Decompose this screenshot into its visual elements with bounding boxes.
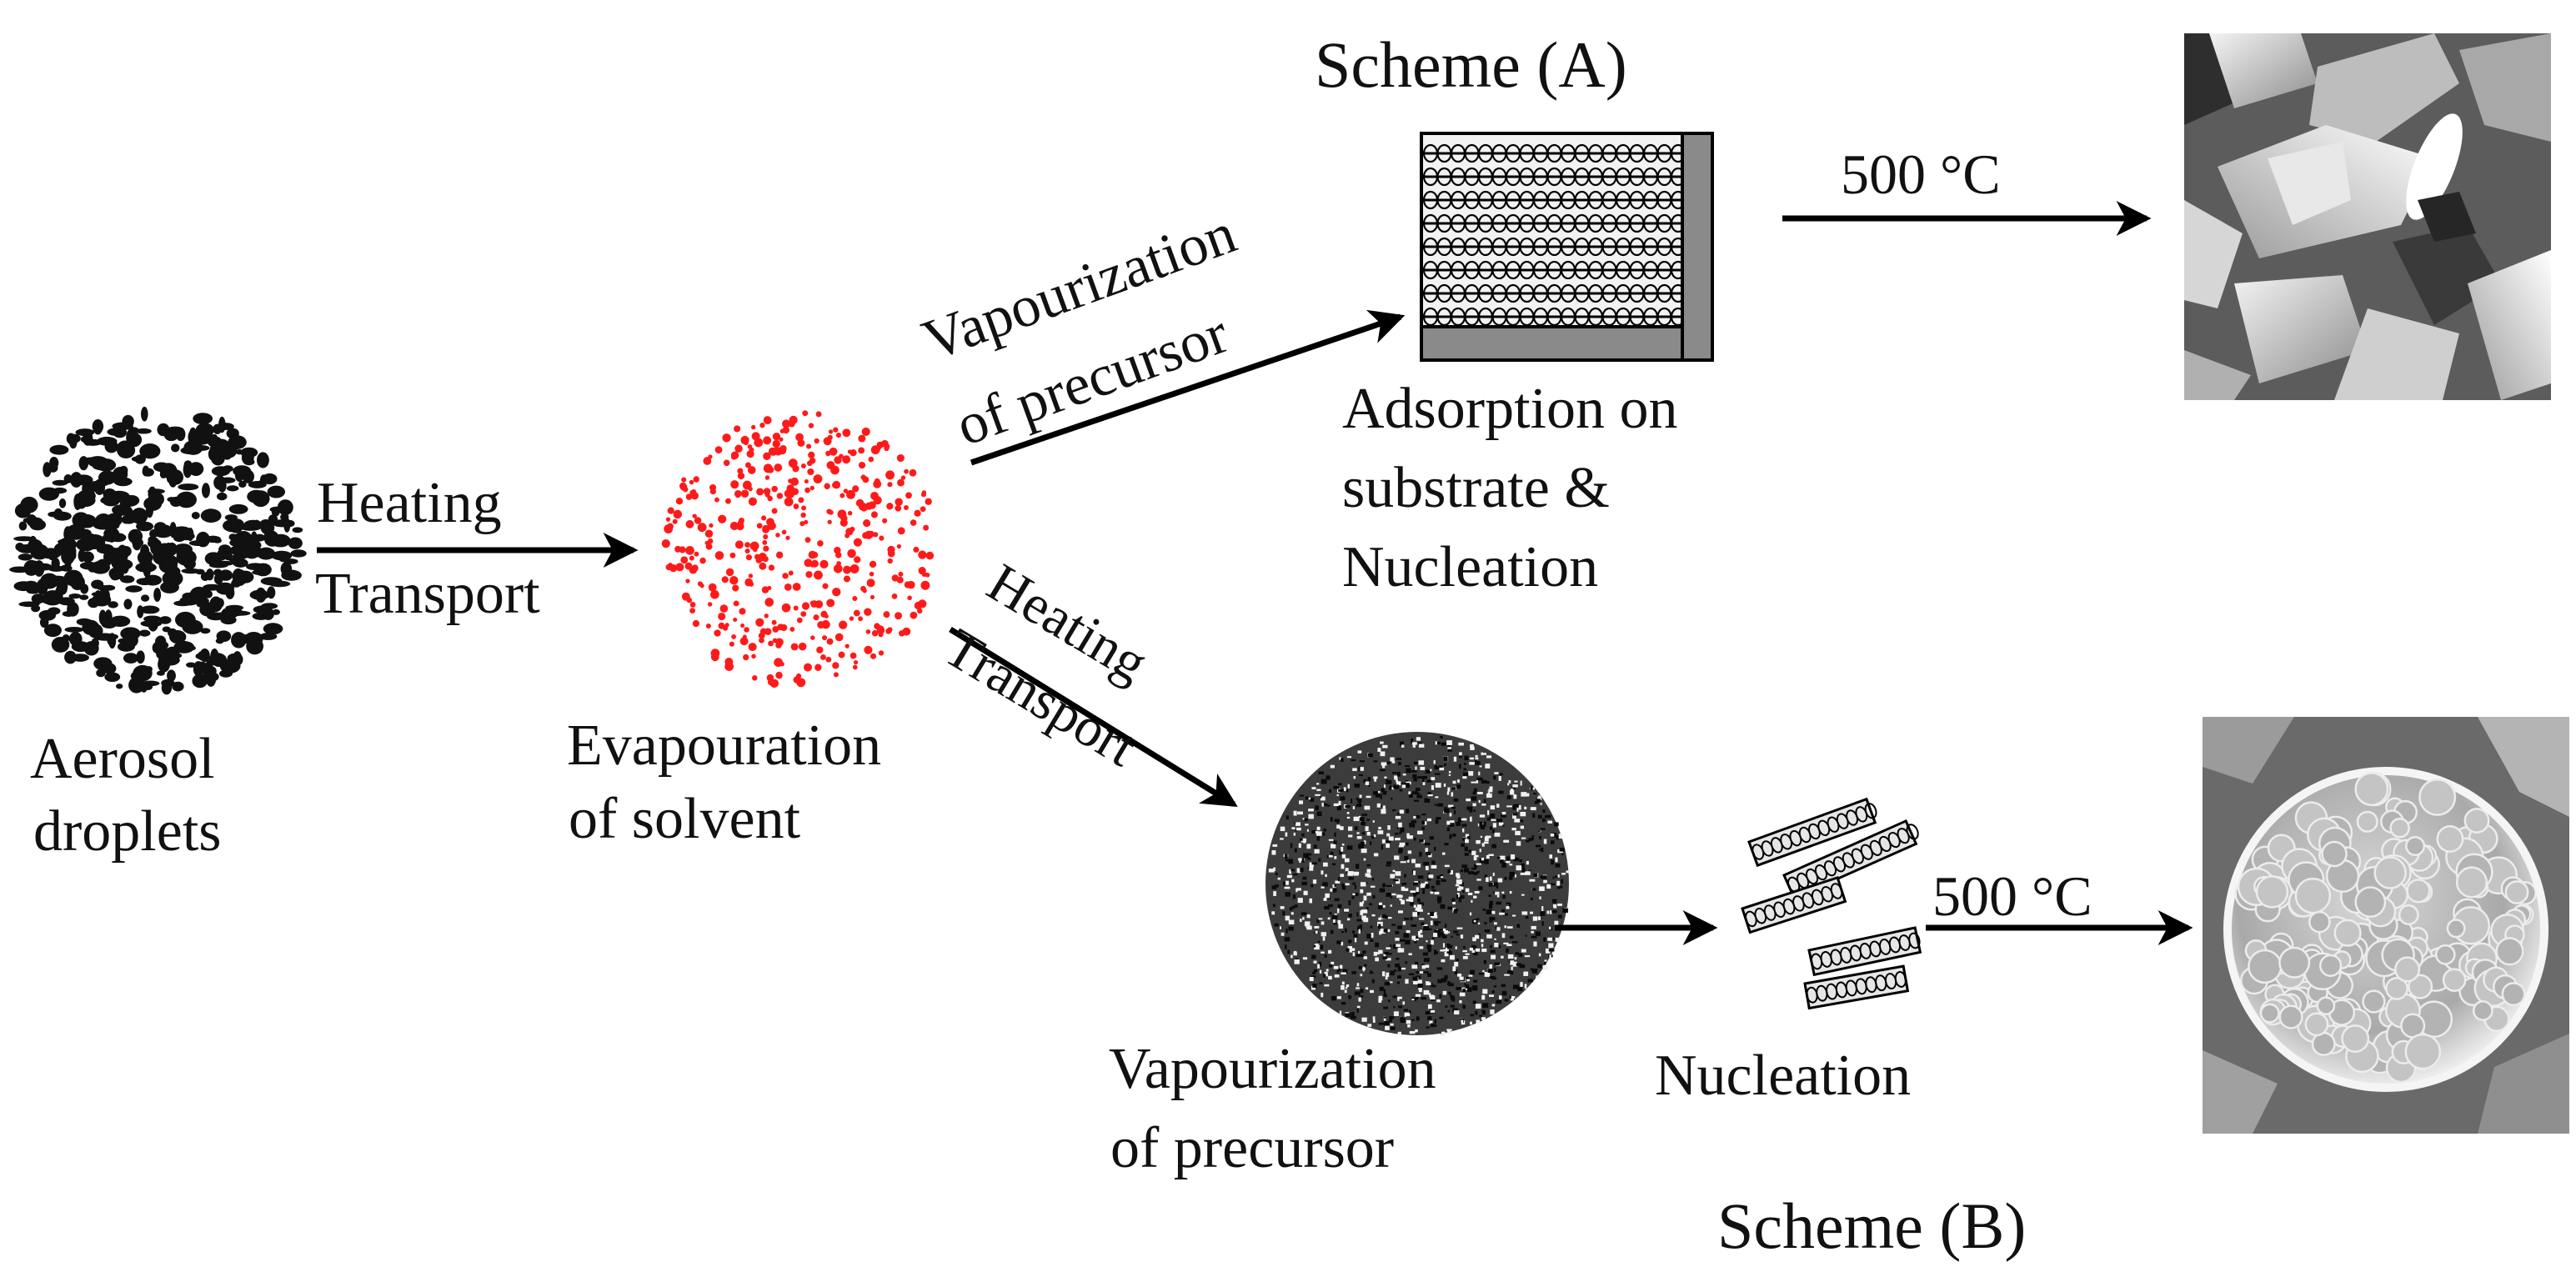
substrate-block (1420, 132, 1714, 362)
nucleation-label: Nucleation (1655, 1044, 1911, 1108)
aerosol-label-1: Aerosol (30, 727, 215, 791)
temp-b-label: 500 °C (1932, 864, 2092, 928)
substrate-base (1420, 325, 1686, 362)
transport-label: Transport (315, 562, 540, 626)
temp-a-label: 500 °C (1841, 143, 2001, 206)
evaporation-label-1: Evapouration (567, 714, 881, 778)
particle-surface-grains (2234, 772, 2537, 1084)
adsorbed-layers (1422, 143, 1686, 327)
sem-b-art (2203, 717, 2569, 1134)
aerosol-label-2: droplets (33, 799, 222, 864)
vapour-precursor-sphere (1265, 732, 1571, 1036)
aerosol-droplet-sphere (9, 406, 307, 695)
arrow-heating-transport-b (949, 627, 1238, 807)
vapour-b-label-2: of precursor (1110, 1116, 1394, 1180)
adsorption-label-2: substrate & (1342, 456, 1610, 520)
adsorption-label-3: Nucleation (1342, 535, 1598, 599)
sem-image-a (2184, 33, 2551, 400)
vapour-b-label-1: Vapourization (1109, 1037, 1436, 1101)
nucleation-cluster (1741, 797, 1922, 1010)
substrate-side (1681, 132, 1714, 362)
sem-a-art (2184, 33, 2551, 400)
arrow-vapourization-a (970, 309, 1406, 466)
evaporation-sphere (661, 410, 935, 689)
heating-label: Heating (317, 471, 502, 535)
evaporation-label-2: of solvent (569, 787, 801, 851)
scheme-a-title: Scheme (A) (1315, 28, 1627, 101)
scheme-b-title: Scheme (B) (1717, 1189, 2026, 1262)
sem-image-b (2203, 717, 2569, 1134)
adsorption-label-1: Adsorption on (1342, 377, 1678, 441)
